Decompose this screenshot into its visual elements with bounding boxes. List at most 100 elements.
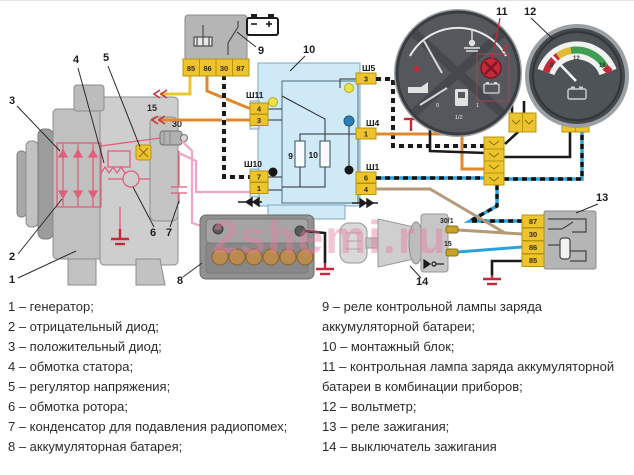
continuation-arrows-yellow (152, 89, 168, 99)
connector-sh1-label: Ш1 (366, 162, 380, 172)
sh11-pin-4: 4 (257, 105, 262, 114)
scale-end-marker (602, 64, 613, 75)
callout-13: 13 (596, 192, 608, 204)
wire-label-15: 15 (147, 103, 157, 113)
callout-8: 8 (177, 275, 183, 287)
connector-sh10-label: Ш10 (244, 159, 262, 169)
block-resistor-9: 9 (288, 151, 293, 161)
relay9-terminal-85: 85 (187, 64, 195, 73)
ignition-relay: 87 30 86 85 13 (483, 192, 608, 286)
ignition-terminal-label-15: 15 (444, 241, 452, 248)
continuation-arrows-orange (150, 115, 166, 125)
sh4-pin-1: 1 (364, 130, 368, 139)
voltmeter-needle (548, 52, 577, 82)
generator-b-plus-terminal (159, 130, 188, 146)
legend-item-12: 12 – вольтметр; (322, 399, 417, 414)
battery-positive-post (212, 223, 224, 235)
fuel-tick-1: 1 (476, 103, 479, 109)
callout-6: 6 (150, 227, 156, 239)
instrument-cluster: 0 1/2 1 11 (394, 6, 522, 137)
relay-symbol (193, 21, 239, 55)
generator-ground (111, 229, 129, 246)
ignition-contact-symbol (423, 258, 444, 270)
block-resistor-10: 10 (309, 150, 319, 160)
block-node-yellow-1 (268, 97, 278, 107)
voltmeter: 8 12 16 12 (524, 6, 629, 128)
sh11-pin-3: 3 (257, 116, 261, 125)
fuel-gauge-icon: 0 1/2 1 (436, 89, 479, 121)
volt-tick-16: 16 (599, 63, 606, 69)
sh10-pin-1: 1 (257, 184, 261, 193)
coolant-temp-icon (464, 29, 480, 52)
voltage-regulator-plug (135, 144, 152, 161)
callout-3: 3 (9, 95, 15, 107)
volt-tick-8: 8 (550, 63, 554, 69)
fuel-tick-0: 0 (436, 103, 439, 109)
callout-12: 12 (524, 6, 536, 18)
connector-stack (483, 136, 505, 186)
charging-circuit-diagram: 30 (9, 6, 629, 288)
ignition-terminal-30-1 (445, 225, 459, 234)
battery-ground (316, 263, 334, 276)
relay13-terminal-30: 30 (529, 230, 537, 239)
connector-sh5-label: Ш5 (362, 63, 376, 73)
connector-under-cluster (508, 112, 537, 133)
legend-item-4: 4 – обмотка статора; (8, 359, 134, 374)
generator-callouts: 3 4 5 2 1 6 7 (9, 52, 180, 286)
block-node-black-2 (344, 165, 354, 175)
legend-item-7: 7 – конденсатор для подавления радиопоме… (8, 419, 288, 434)
ignition-terminal-label-30-1: 30/1 (440, 218, 454, 225)
watermark: 2shemi.ru (212, 211, 447, 263)
temp-needle (423, 40, 443, 74)
legend-item-5: 5 – регулятор напряжения; (8, 379, 171, 394)
block-continuation-arrows (238, 196, 378, 209)
callout-7: 7 (166, 227, 172, 239)
block-node-blue (343, 115, 355, 127)
charge-lamp-relay: 85 86 30 87 9 (182, 14, 279, 77)
wires-right (376, 77, 588, 275)
callout-5: 5 (103, 52, 109, 64)
legend-item-2: 2 – отрицательный диод; (8, 319, 159, 334)
legend-item-13: 13 – реле зажигания; (322, 419, 450, 434)
callout-4: 4 (73, 54, 80, 66)
ignition-switch: 30/1 15 14 (339, 213, 459, 288)
callout-11: 11 (496, 6, 508, 18)
block-node-black-1 (268, 167, 278, 177)
legend: 1 – генератор; 2 – отрицательный диод; 3… (0, 297, 634, 457)
legend-right-column: 9 – реле контрольной лампы заряда аккуму… (314, 297, 634, 457)
fuel-needle (419, 87, 448, 106)
block-internal-wiring (268, 78, 356, 191)
relay13-terminal-87: 87 (529, 217, 537, 226)
relay9-terminal-86: 86 (203, 64, 211, 73)
fuel-tick-half: 1/2 (455, 115, 463, 121)
legend-item-3: 3 – положительный диод; (8, 339, 162, 354)
legend-item-6: 6 – обмотка ротора; (8, 399, 129, 414)
battery: 8 (177, 214, 334, 287)
callout-10: 10 (303, 44, 315, 56)
callout-2: 2 (9, 251, 15, 263)
legend-item-11: 11 – контрольная лампа заряда аккумулято… (322, 359, 615, 394)
legend-left-column: 1 – генератор; 2 – отрицательный диод; 3… (0, 297, 314, 457)
sh5-pin-3: 3 (364, 75, 368, 84)
oil-pressure-icon (408, 66, 428, 93)
block-node-yellow-2 (344, 83, 354, 93)
relay13-ground (483, 275, 501, 286)
charge-warning-lamp (476, 53, 510, 102)
sh10-pin-7: 7 (257, 173, 261, 182)
generator: 30 (16, 84, 188, 286)
mounting-block: 9 10 Ш11 4 3 Ш10 7 1 Ш5 3 Ш4 1 Ш1 6 4 10 (238, 44, 380, 220)
battery-symbol-icon (246, 14, 279, 36)
volt-tick-12: 12 (573, 56, 580, 62)
relay9-terminal-30: 30 (220, 64, 228, 73)
legend-item-8: 8 – аккумуляторная батарея; (8, 439, 183, 454)
wire-label-30: 30 (172, 119, 182, 129)
wires-left: 15 (147, 75, 253, 230)
relay13-terminal-86: 86 (529, 243, 537, 252)
voltmeter-battery-icon (567, 86, 587, 100)
ignition-terminal-15 (445, 248, 459, 257)
relay13-symbol (548, 218, 587, 262)
connector-sh4-label: Ш4 (366, 118, 380, 128)
relay13-terminal-85: 85 (529, 256, 537, 265)
relay9-terminal-87: 87 (236, 64, 244, 73)
